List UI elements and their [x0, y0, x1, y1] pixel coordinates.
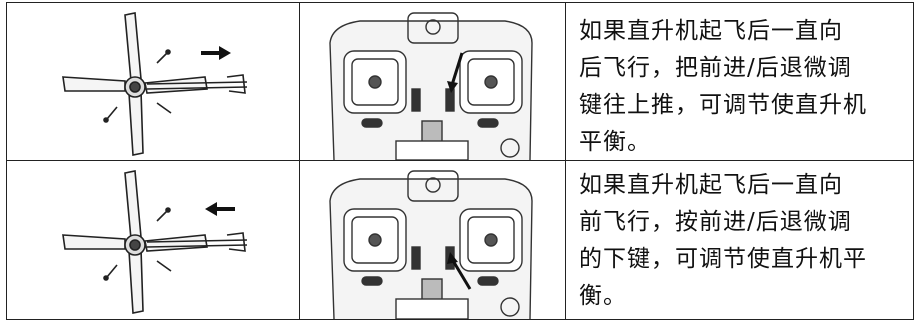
row-1-controller-cell: [300, 3, 565, 160]
remote-controller-icon: [329, 170, 533, 319]
helicopter-top-view-icon: [62, 12, 248, 156]
line-1: 如果直升机起飞后一直向: [579, 18, 843, 44]
helicopter-top-view-icon: [62, 170, 248, 314]
row-2-helicopter-cell: [7, 161, 299, 319]
row-2-instruction: 如果直升机起飞后一直向 前飞行，按前进/后退微调 的下键，可调节使直升机平 衡。: [579, 167, 867, 315]
instruction-table: 如果直升机起飞后一直向 后飞行，把前进/后退微调 键往上推，可调节使直升机 平衡…: [6, 2, 914, 320]
row-1-instruction: 如果直升机起飞后一直向 后飞行，把前进/后退微调 键往上推，可调节使直升机 平衡…: [579, 13, 867, 160]
row-1-helicopter-cell: [7, 3, 299, 160]
line-3: 的下键，可调节使直升机平: [579, 246, 867, 272]
row-divider: [7, 160, 913, 161]
line-2: 前飞行，按前进/后退微调: [579, 209, 852, 235]
direction-arrow-icon: [205, 202, 235, 216]
line-4: 衡。: [579, 283, 627, 309]
line-3: 键往上推，可调节使直升机: [579, 92, 867, 118]
line-1: 如果直升机起飞后一直向: [579, 172, 843, 198]
direction-arrow-icon: [201, 46, 231, 60]
column-divider-2: [565, 3, 566, 319]
line-4: 平衡。: [579, 129, 651, 155]
row-2-controller-cell: [300, 161, 565, 319]
column-divider-1: [299, 3, 300, 319]
row-2-instruction-cell: 如果直升机起飞后一直向 前飞行，按前进/后退微调 的下键，可调节使直升机平 衡。: [567, 161, 913, 319]
line-2: 后飞行，把前进/后退微调: [579, 55, 852, 81]
remote-controller-icon: [329, 12, 533, 160]
row-1-instruction-cell: 如果直升机起飞后一直向 后飞行，把前进/后退微调 键往上推，可调节使直升机 平衡…: [567, 3, 913, 160]
